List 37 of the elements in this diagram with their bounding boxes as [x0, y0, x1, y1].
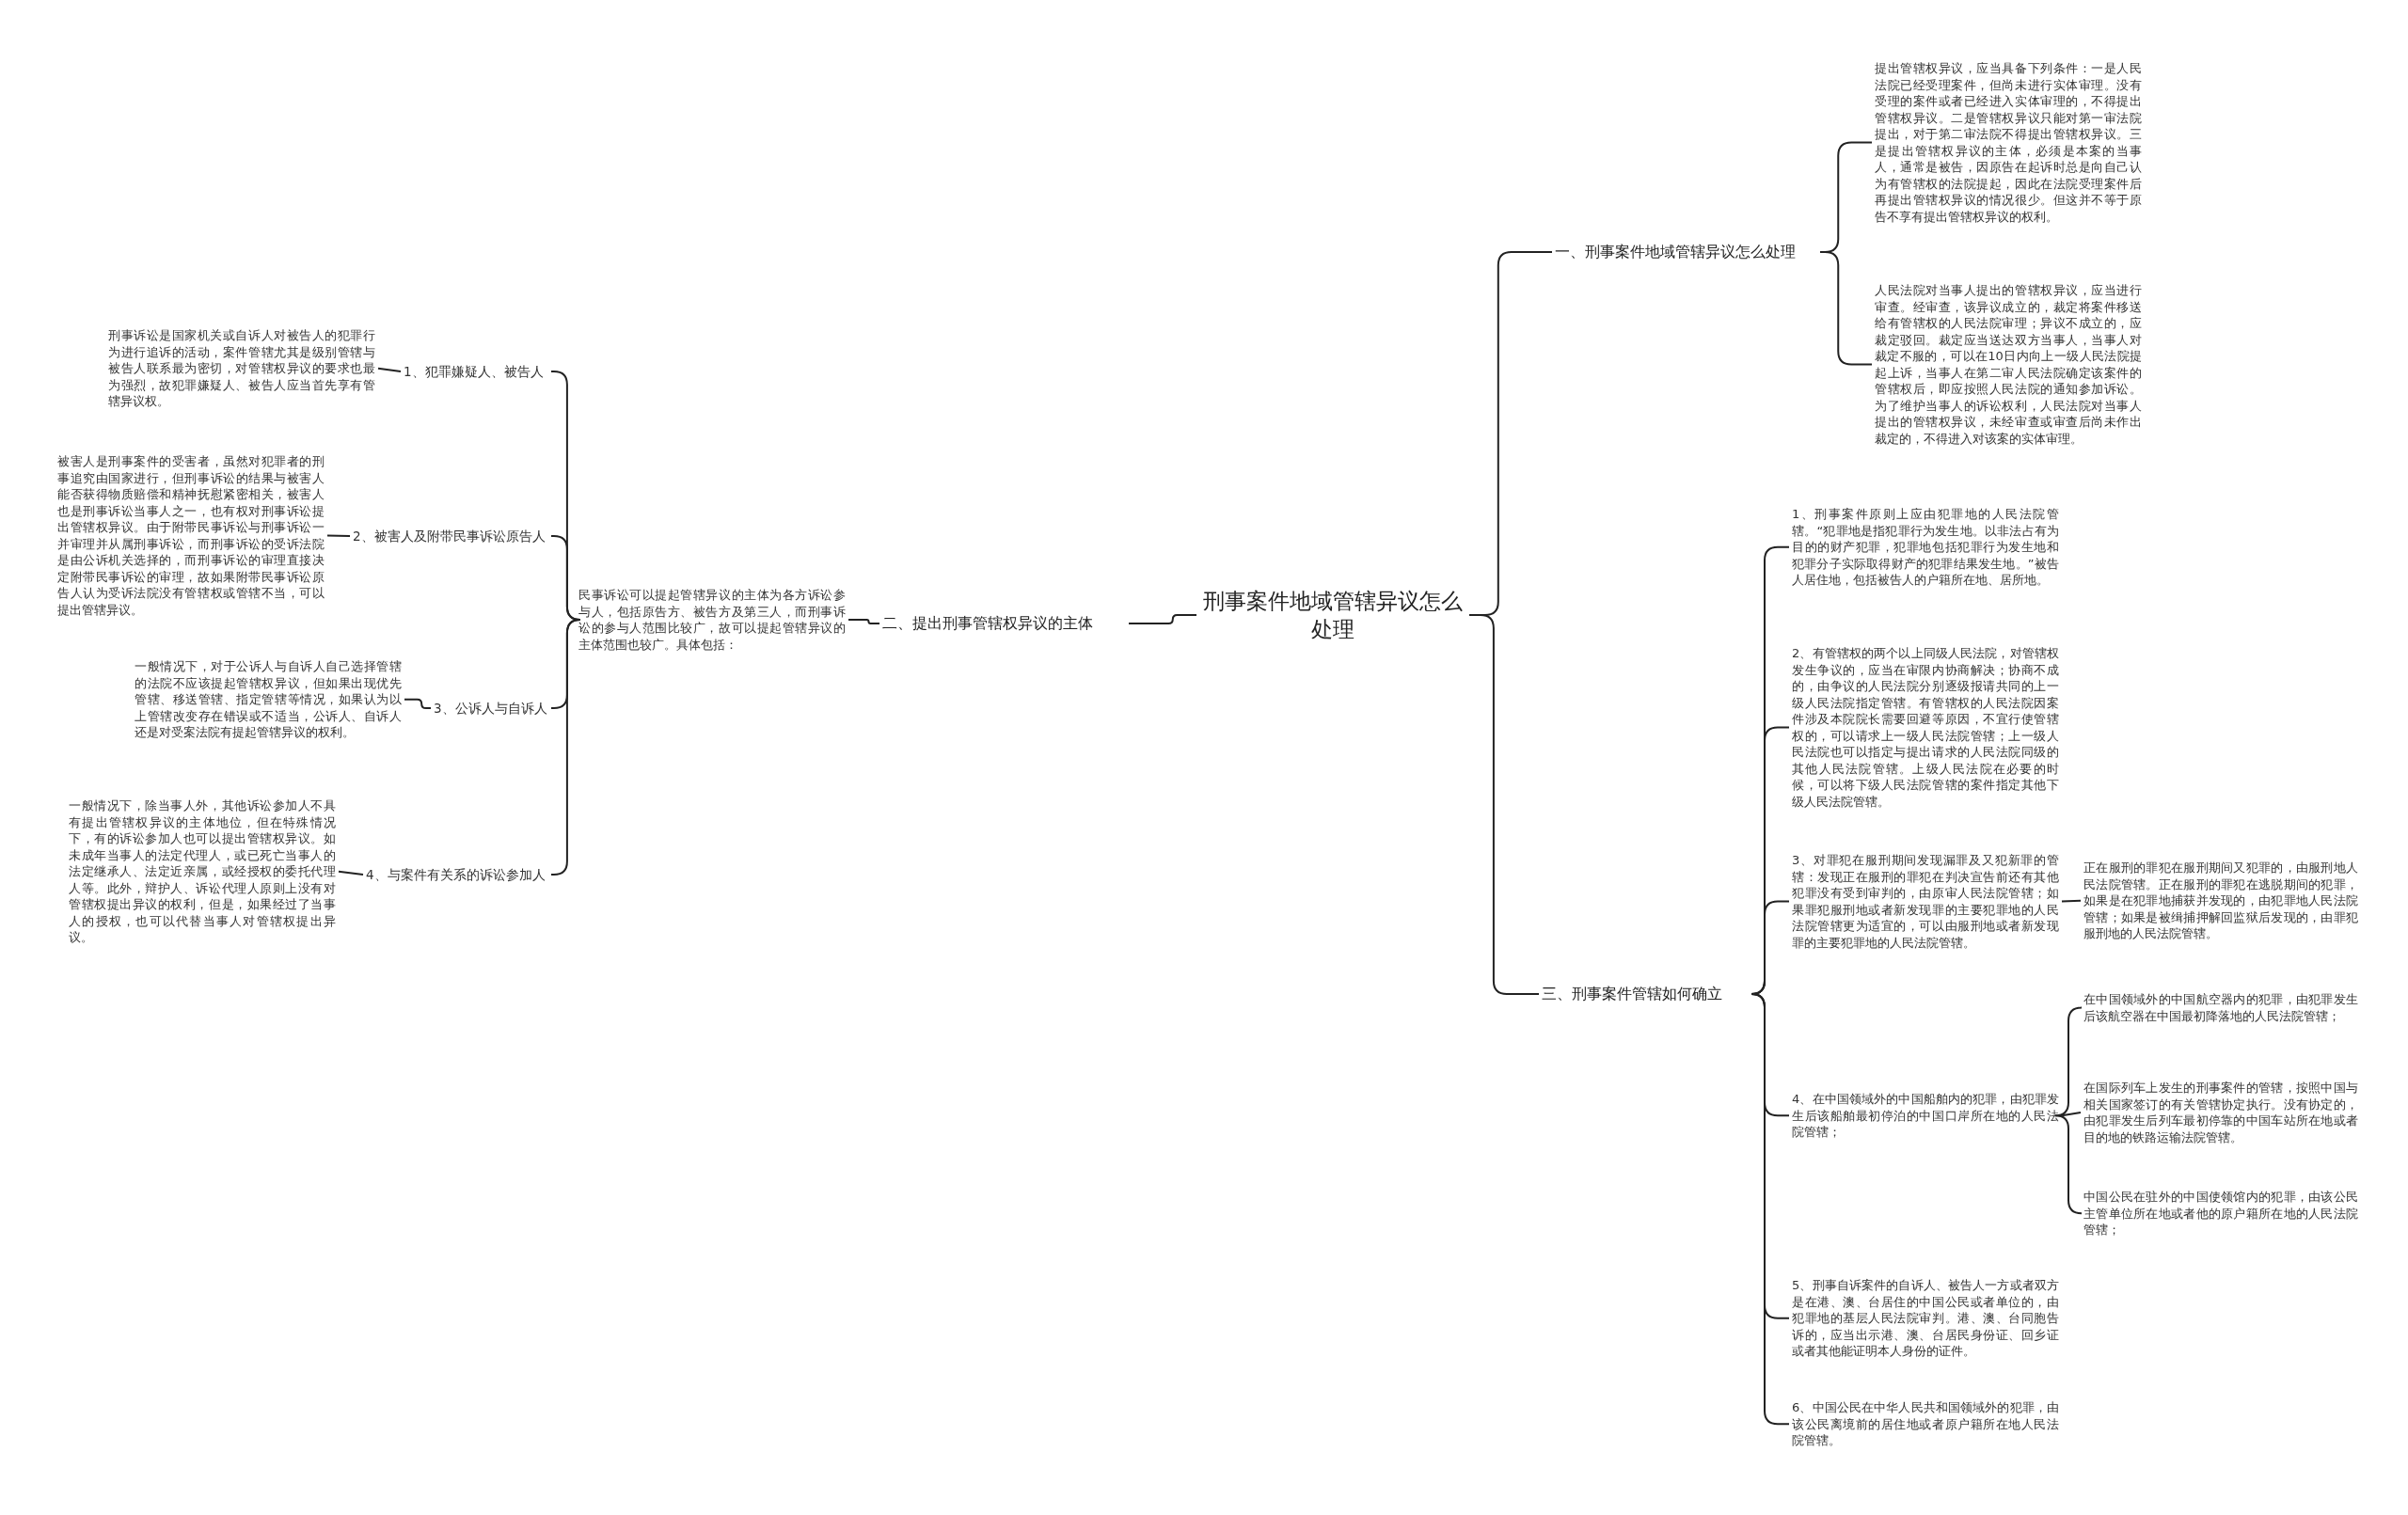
note-text: 提出管辖权异议，应当具备下列条件：一是人民法院已经受理案件，但尚未进行实体审理。没有受理的案件或者已经进入实体审理的，不得提出管辖权异议。二是管辖权异议只能对第一审法院提出，对于第二审法院不得提出管辖权异议。三是提出管辖权异议的主体，必须是本案的当事人，通常是被告，因原告在起诉时总是向自己认为有管辖权的法院提起，因此在法院受理案件后再提出管辖权异议的情况很少。但这并不等于原告不享有提出管辖权异议的权利。 — [1872, 58, 2145, 227]
note-text: 人民法院对当事人提出的管辖权异议，应当进行审查。经审查，该异议成立的，裁定将案件移送给有管辖权的人民法院审理；异议不成立的，应裁定驳回。裁定应当送达双方当事人，当事人对裁定不服的，可以在10日内向上一级人民法院提起上诉，当事人在第二审人民法院确定该案件的管辖权后，即应按照人民法院的通知参加诉讼。为了维护当事人的诉讼权利，人民法院对当事人提出的管辖权异议，未经审查或审查后尚未作出裁定的，不得进入对该案的实体审理。 — [1872, 280, 2145, 449]
note-text: 一般情况下，对于公诉人与自诉人自己选择管辖的法院不应该提起管辖权异议，但如果出现优先管辖、移送管辖、指定管辖等情况，如果认为以上管辖改变存在错误或不适当，公诉人、自诉人还是对受案法院有提起管辖异议的权利。 — [132, 656, 404, 743]
central-topic: 刑事案件地域管辖异议怎么处理 — [1196, 585, 1469, 645]
connector-line — [1128, 614, 1197, 624]
note-text: 1、刑事案件原则上应由犯罪地的人民法院管辖。“犯罪地是指犯罪行为发生地。以非法占有为目的的财产犯罪，犯罪地包括犯罪行为发生地和犯罪分子实际取得财产的犯罪结果发生地。”被告人居住地，包括被告人的户籍所在地、居所地。 — [1789, 504, 2062, 591]
branch-topic: 三、刑事案件管辖如何确立 — [1539, 982, 1751, 1006]
branch-topic: 一、刑事案件地域管辖异议怎么处理 — [1552, 240, 1820, 264]
note-text: 4、在中国领域外的中国船舶内的犯罪，由犯罪发生后该船舶最初停泊的中国口岸所在地的人民法院管辖； — [1789, 1089, 2062, 1143]
note-text: 6、中国公民在中华人民共和国领域外的犯罪，由该公民离境前的居住地或者原户籍所在地人民法院管辖。 — [1789, 1397, 2062, 1451]
subtopic-text: 2、被害人及附带民事诉讼原告人 — [350, 526, 551, 546]
connector-line — [848, 619, 880, 624]
connector-line — [2054, 1114, 2083, 1215]
note-text: 刑事诉讼是国家机关或自诉人对被告人的犯罪行为进行追诉的活动，案件管辖尤其是级别管辖与被告人联系最为密切，对管辖权异议的要求也最为强烈，故犯罪嫌疑人、被告人应当首先享有管辖异议权。 — [105, 325, 378, 412]
connector-line — [1819, 251, 1873, 366]
connector-line — [326, 534, 351, 537]
note-text: 3、对罪犯在服刑期间发现漏罪及又犯新罪的管辖：发现正在服刑的罪犯在判决宣告前还有其他犯罪没有受到审判的，由原审人民法院管辖；如果罪犯服刑地或者新发现罪的主要犯罪地的人民法院管辖更为适宜的，可以由服刑地或者新发现罪的主要犯罪地的人民法院管辖。 — [1789, 850, 2062, 953]
note-text: 正在服刑的罪犯在服刑期间又犯罪的，由服刑地人民法院管辖。正在服刑的罪犯在逃脱期间的犯罪，如果是在犯罪地捕获并发现的，由犯罪地人民法院管辖；如果是被缉捕押解回监狱后发现的，由罪犯服刑地的人民法院管辖。 — [2081, 858, 2361, 944]
connector-line — [377, 367, 402, 372]
connector-line — [1468, 614, 1540, 995]
note-text: 中国公民在驻外的中国使领馆内的犯罪，由该公民主管单位所在地或者他的原户籍所在地的人民法院管辖； — [2081, 1187, 2361, 1240]
subtopic-text: 4、与案件有关系的诉讼参加人 — [363, 864, 551, 885]
subtopic-text: 3、公诉人与自诉人 — [431, 698, 551, 718]
connector-line — [2061, 1112, 2082, 1117]
connector-line — [404, 698, 432, 709]
note-text: 民事诉讼可以提起管辖异议的主体为各方诉讼参与人，包括原告方、被告方及第三人，而刑事诉讼的参与人范围比较广，故可以提起管辖异议的主体范围也较广。具体包括： — [576, 585, 848, 655]
note-text: 5、刑事自诉案件的自诉人、被告人一方或者双方是在港、澳、台居住的中国公民或者单位的，由犯罪地的基层人民法院审判。港、澳、台同胞告诉的，应当出示港、澳、台居民身份证、回乡证或者其他能证明本人身份的证件。 — [1789, 1275, 2062, 1362]
note-text: 2、有管辖权的两个以上同级人民法院，对管辖权发生争议的，应当在审限内协商解决；协商不成的，由争议的人民法院分别逐级报请共同的上一级人民法院指定管辖。有管辖权的人民法院因案件涉及本院院长需要回避等原因，不宜行使管辖权的，可以请求上一级人民法院管辖；上一级人民法院也可以指定与提出请求的人民法院同级的其他人民法院管辖。上级人民法院在必要的时候，可以将下级人民法院管辖的案件指定其他下级人民法院管辖。 — [1789, 643, 2062, 812]
subtopic-text: 1、犯罪嫌疑人、被告人 — [401, 361, 551, 382]
connector-line — [2061, 899, 2082, 903]
connector-line — [550, 619, 581, 876]
note-text: 一般情况下，除当事人外，其他诉讼参加人不具有提出管辖权异议的主体地位，但在特殊情况下，有的诉讼参加人也可以提出管辖权异议。如未成年当事人的法定代理人，或已死亡当事人的法定继承人、法定近亲属，或经授权的委托代理人等。此外，辩护人、诉讼代理人原则上没有对管辖权提出异议的权利，但是，如果经过了当事人的授权，也可以代替当事人对管辖权提出异议。 — [66, 796, 339, 948]
note-text: 在中国领域外的中国航空器内的犯罪，由犯罪发生后该航空器在中国最初降落地的人民法院管辖； — [2081, 989, 2361, 1026]
connector-line — [338, 870, 364, 876]
note-text: 被害人是刑事案件的受害者，虽然对犯罪者的刑事追究由国家进行，但刑事诉讼的结果与被害人能否获得物质赔偿和精神抚慰紧密相关，被害人也是刑事诉讼当事人之一，也有权对刑事诉讼提出管辖权异议。由于附带民事诉讼与刑事诉讼一并审理并从属刑事诉讼，而刑事诉讼的受诉法院是由公诉机关选择的，而刑事诉讼的审理直接决定附带民事诉讼的审理，故如果附带民事诉讼原告人认为受诉法院没有管辖权或管辖不当，可以提出管辖异议。 — [55, 451, 327, 620]
note-text: 在国际列车上发生的刑事案件的管辖，按照中国与相关国家签订的有关管辖协定执行。没有协定的，由犯罪发生后列车最初停靠的中国车站所在地或者目的地的铁路运输法院管辖。 — [2081, 1078, 2361, 1147]
branch-topic: 二、提出刑事管辖权异议的主体 — [879, 611, 1129, 636]
